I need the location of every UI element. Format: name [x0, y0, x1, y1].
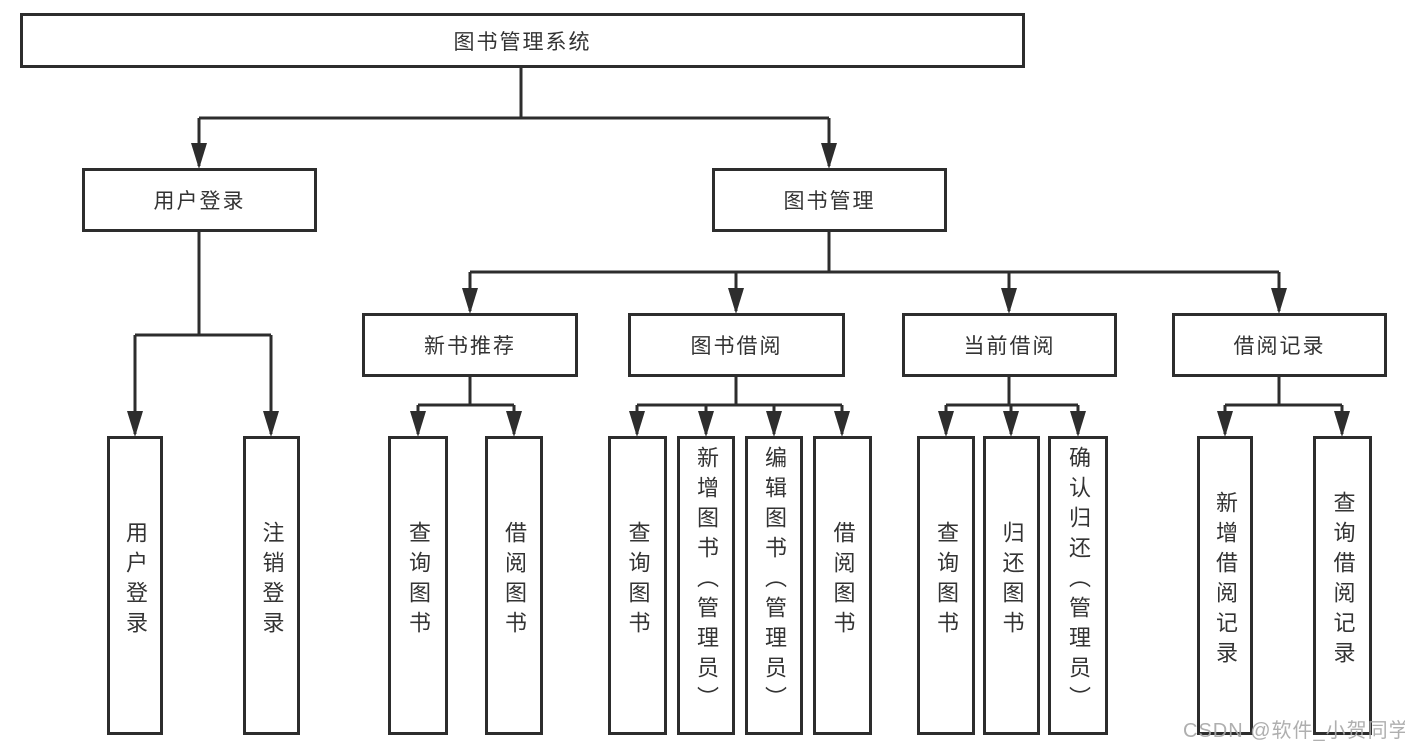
- leaf-query-borrow-record: 查询借阅记录: [1313, 436, 1372, 735]
- node-library-management-system: 图书管理系统: [20, 13, 1025, 68]
- leaf-borrow-books-recommend: 借阅图书: [485, 436, 543, 735]
- leaf-label: 归还图书: [999, 520, 1025, 641]
- leaf-label: 查询借阅记录: [1330, 490, 1356, 671]
- leaf-label: 编辑图书（管理员）: [762, 445, 787, 716]
- node-label: 用户登录: [153, 190, 246, 213]
- node-label: 图书管理系统: [453, 30, 592, 54]
- node-label: 图书管理: [783, 190, 876, 213]
- leaf-label: 新增借阅记录: [1213, 490, 1238, 671]
- leaf-add-borrow-record: 新增借阅记录: [1197, 436, 1253, 735]
- leaf-label: 借阅图书: [502, 520, 527, 641]
- node-user-login: 用户登录: [82, 168, 317, 232]
- node-borrow-record: 借阅记录: [1172, 313, 1387, 377]
- leaf-query-books-current: 查询图书: [917, 436, 975, 735]
- node-book-borrow: 图书借阅: [628, 313, 845, 377]
- leaf-label: 注销登录: [259, 520, 285, 641]
- leaf-confirm-return-admin: 确认归还（管理员）: [1048, 436, 1108, 735]
- leaf-label: 查询图书: [934, 520, 959, 641]
- leaf-add-books-admin: 新增图书（管理员）: [677, 436, 735, 735]
- leaf-logout: 注销登录: [243, 436, 300, 735]
- node-label: 当前借阅: [963, 335, 1056, 358]
- csdn-watermark: CSDN @软件_小贺同学: [1183, 720, 1405, 742]
- leaf-label: 确认归还（管理员）: [1066, 445, 1091, 716]
- node-book-management: 图书管理: [712, 168, 947, 232]
- leaf-label: 用户登录: [123, 520, 148, 641]
- leaf-label: 查询图书: [625, 520, 651, 641]
- leaf-borrow-books: 借阅图书: [813, 436, 872, 735]
- leaf-query-books-borrow: 查询图书: [608, 436, 667, 735]
- leaf-query-books-recommend: 查询图书: [388, 436, 448, 735]
- leaf-return-books: 归还图书: [983, 436, 1040, 735]
- leaf-label: 新增图书（管理员）: [694, 445, 719, 716]
- leaf-user-login: 用户登录: [107, 436, 163, 735]
- leaf-edit-books-admin: 编辑图书（管理员）: [745, 436, 803, 735]
- node-label: 借阅记录: [1233, 335, 1326, 358]
- node-label: 新书推荐: [424, 335, 516, 358]
- leaf-label: 借阅图书: [830, 520, 856, 641]
- node-new-book-recommend: 新书推荐: [362, 313, 578, 377]
- leaf-label: 查询图书: [406, 520, 431, 641]
- node-current-borrow: 当前借阅: [902, 313, 1117, 377]
- node-label: 图书借阅: [690, 335, 783, 358]
- arrowheads: [127, 143, 1350, 437]
